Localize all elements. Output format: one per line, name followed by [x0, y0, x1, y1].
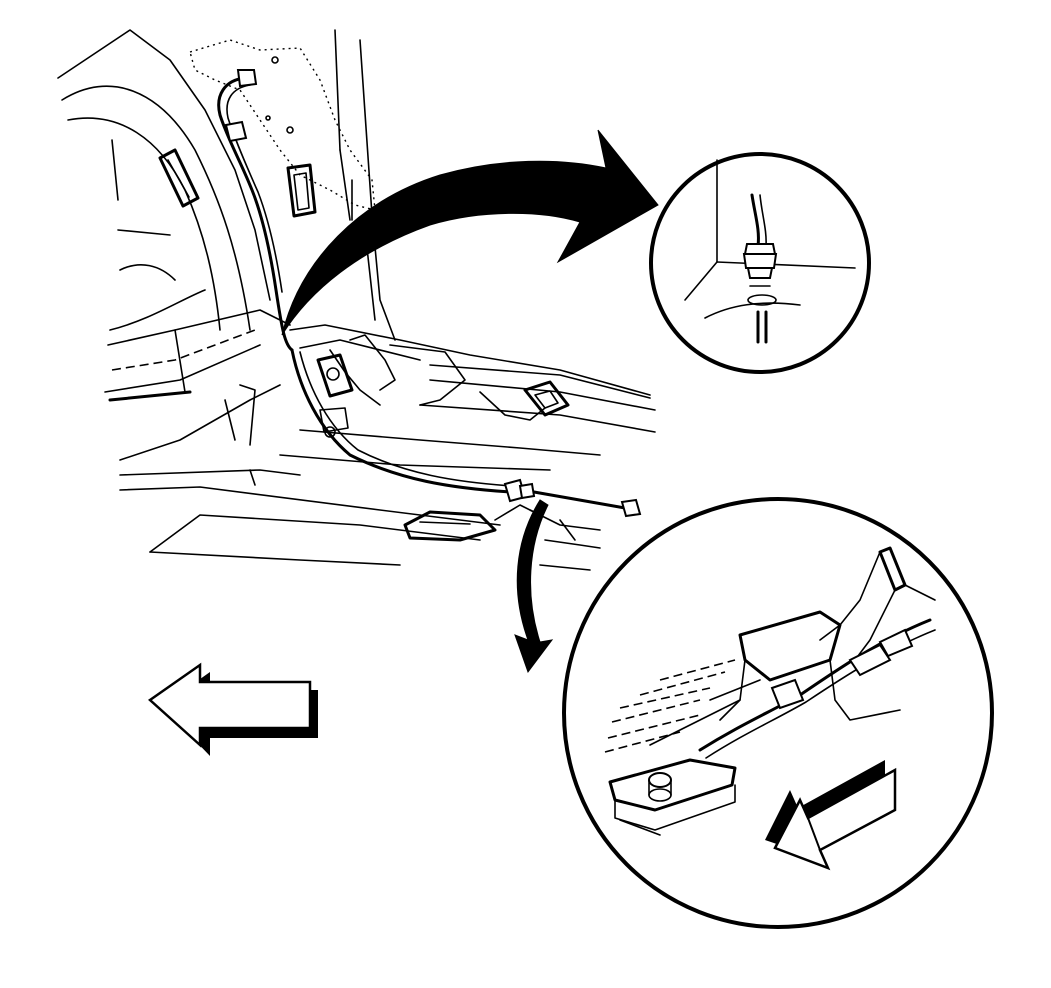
front-direction-arrow-detail [765, 760, 897, 871]
underbody-routing-detail-view [562, 497, 994, 929]
grommet-detail-view [649, 152, 871, 374]
wheel-house [57, 29, 271, 331]
underbody-detail-content [604, 546, 936, 836]
front-direction-arrow-main [147, 662, 318, 756]
callout-arrow-upper [281, 129, 659, 336]
vehicle-body-main-view [57, 29, 659, 674]
grommet-detail-content [684, 159, 856, 344]
callout-arrow-lower [514, 499, 554, 674]
floor-pan [119, 324, 656, 571]
inner-body-panel [189, 29, 396, 341]
parking-brake-cable [217, 69, 642, 518]
rocker-rail [104, 309, 291, 461]
